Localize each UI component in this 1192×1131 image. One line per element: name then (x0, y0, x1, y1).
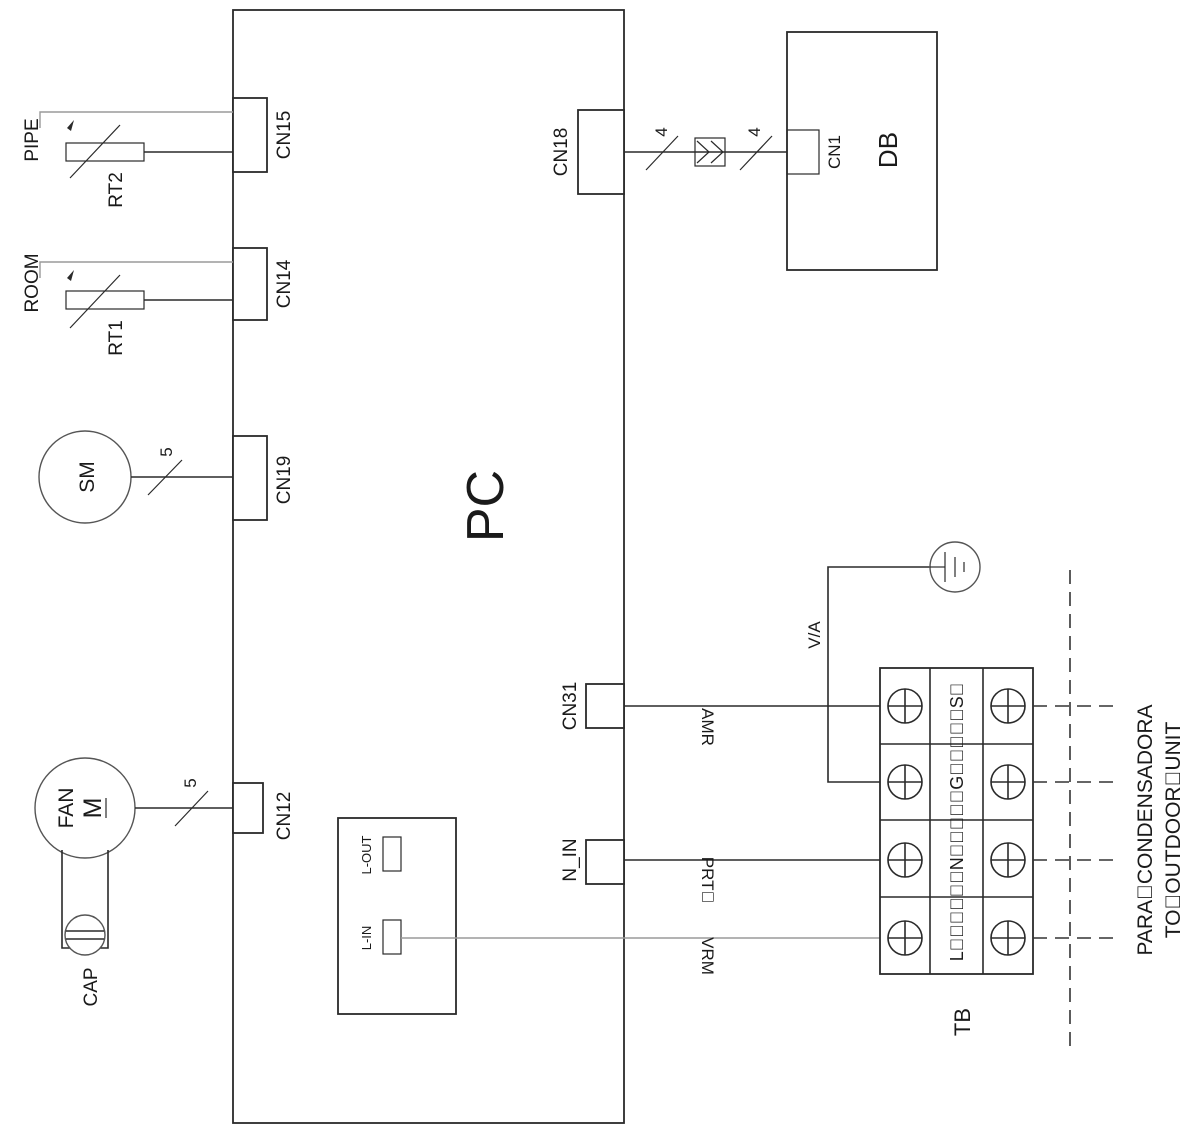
connector-cn19-label: CN19 (274, 456, 295, 505)
connector-cn1 (786, 129, 820, 175)
inline-connector (694, 137, 726, 167)
l-out-terminal (382, 836, 402, 872)
terminal-screw (887, 842, 923, 878)
connector-n-in-label: N_IN (560, 838, 581, 881)
connector-cn18 (577, 109, 625, 195)
thermistor-rt2 (65, 142, 145, 162)
terminal-screw (887, 688, 923, 724)
ground-wire-label: V/A (805, 621, 824, 649)
rt1-arrow-head (67, 270, 74, 281)
capacitor-label: CAP (81, 967, 102, 1006)
terminal-screw (990, 688, 1026, 724)
cn18-wire-count: 4 (652, 127, 671, 136)
connector-cn14 (232, 247, 268, 321)
terminal-screw (990, 842, 1026, 878)
rt2-arrow-head (67, 120, 74, 131)
terminal-screw (990, 764, 1026, 800)
connector-cn19 (232, 435, 268, 521)
prt-wire-label: PRT  (698, 857, 717, 903)
connector-cn1-label: CN1 (825, 135, 844, 169)
pipe-sensor-label: PIPE (22, 118, 43, 161)
connector-cn12 (232, 782, 264, 834)
ground-wire (827, 566, 930, 783)
db-bundle-slash (739, 135, 773, 171)
display-board (786, 31, 938, 271)
connector-cn15 (232, 97, 268, 173)
thermistor-rt1 (65, 290, 145, 310)
fan-motor-label: FAN (55, 788, 78, 829)
l-out-label: L-OUT (359, 835, 374, 874)
connector-cn18-label: CN18 (551, 128, 572, 177)
rt1-variable-arrow (69, 274, 121, 329)
room-sensor-label: ROOM (22, 253, 43, 312)
outdoor-label-line-1: PARA CONDENSADORA (1134, 704, 1157, 955)
connector-cn15-label: CN15 (274, 111, 295, 160)
connector-cn14-label: CN14 (274, 259, 295, 308)
capacitor-ring (64, 914, 106, 956)
connector-n-in (585, 839, 625, 885)
swing-motor-wire-count: 5 (157, 447, 176, 456)
display-board-label: DB (873, 132, 903, 168)
terminal-screw (887, 920, 923, 956)
vrm-wire-label: VRM (698, 937, 717, 975)
terminal-screw (990, 920, 1026, 956)
terminal-block-label: TB (950, 1008, 975, 1036)
l-in-label: L-IN (359, 926, 374, 951)
inline-connector-arrow-1 (696, 140, 710, 164)
connector-cn12-label: CN12 (274, 792, 295, 841)
swing-motor-bundle-slash (147, 459, 183, 496)
amr-wire-label: AMR (698, 708, 717, 746)
outdoor-label-line-2: TO OUTDOOR UNIT (1162, 722, 1185, 939)
terminal-block-terminals: L      N     G     S  (947, 683, 967, 962)
rt1-label: RT1 (106, 320, 127, 356)
connector-cn31 (585, 683, 625, 729)
inline-connector-arrow-2 (710, 140, 724, 164)
cn18-bundle-slash (645, 135, 679, 171)
swing-motor-label: SM (76, 461, 99, 493)
terminal-screws (887, 688, 1026, 956)
db-wire-count: 4 (745, 127, 764, 136)
pipe-sensor-lead-grey (39, 111, 233, 128)
relay-block (337, 817, 457, 1015)
fan-motor-wire-count: 5 (181, 778, 200, 787)
connector-cn31-label: CN31 (560, 682, 581, 731)
fan-motor-m-label: M (79, 798, 107, 819)
l-in-terminal (382, 919, 402, 955)
terminal-screw (887, 764, 923, 800)
room-sensor-lead-grey (39, 261, 233, 278)
fan-motor-bundle-slash (174, 790, 209, 827)
main-board-label: PC (457, 470, 515, 542)
rt2-label: RT2 (106, 172, 127, 208)
rt2-variable-arrow (69, 124, 121, 179)
